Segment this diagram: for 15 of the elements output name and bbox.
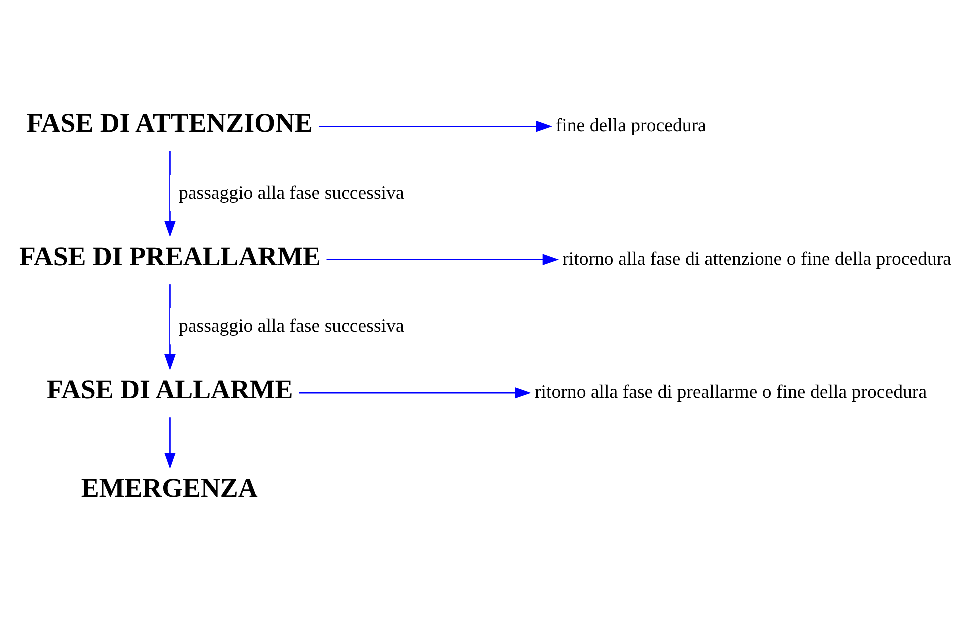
arrow xyxy=(299,386,532,398)
arrow xyxy=(326,254,559,266)
arrow xyxy=(164,150,176,237)
node-text: FASE DI ALLARME xyxy=(47,374,294,404)
node-text: FASE DI ATTENZIONE xyxy=(26,107,313,138)
edge-label: passaggio alla fase successiva xyxy=(178,316,404,337)
arrow xyxy=(164,284,176,370)
node-text: ritorno alla fase di attenzione o fine della procedura xyxy=(562,248,952,270)
node-text: FASE DI PREALLARME xyxy=(19,240,321,271)
arrow xyxy=(319,120,552,132)
node-text: EMERGENZA xyxy=(81,472,258,502)
arrow xyxy=(164,417,176,469)
node-text: fine della procedura xyxy=(556,115,706,136)
node-text: ritorno alla fase di preallarme o fine della procedura xyxy=(535,382,928,403)
edge-label: passaggio alla fase successiva xyxy=(178,182,404,204)
